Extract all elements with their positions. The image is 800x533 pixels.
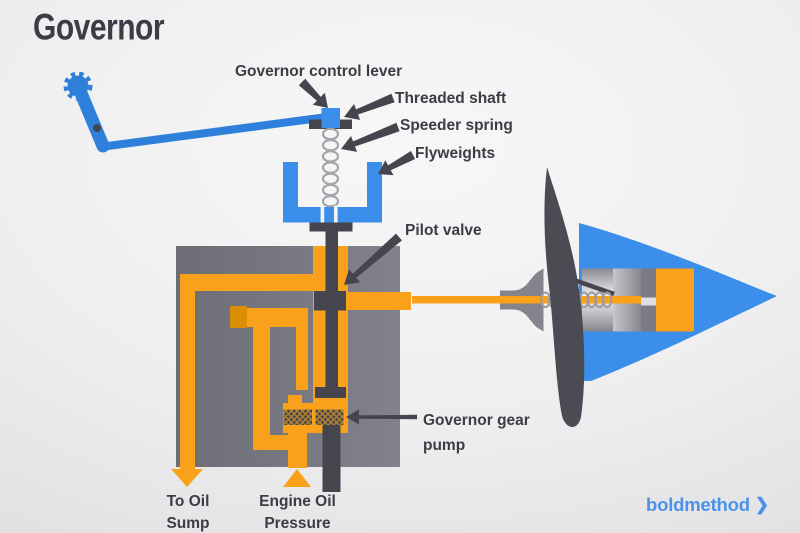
passage-engine-oil-inlet — [288, 433, 307, 468]
flyweights-cup — [283, 162, 382, 232]
boldmethod-logo-text: boldmethod — [646, 494, 750, 515]
passage-band-stub — [288, 395, 302, 405]
threaded-shaft-block — [321, 108, 340, 128]
lever-pivot-dot — [93, 124, 101, 132]
passage-return-vertical — [253, 327, 270, 450]
label-to-oil-sump: To Oil Sump — [166, 493, 210, 532]
passage-left-vertical — [180, 274, 195, 467]
oil-sump-arrow-icon — [171, 469, 203, 487]
label-governor-gear-pump: Governor gear pump — [423, 412, 530, 454]
speeder-spring-coil — [321, 127, 340, 219]
chevron-right-icon: ❯ — [754, 495, 769, 514]
lever-knob-icon — [67, 75, 89, 97]
lever-rod — [99, 112, 332, 151]
gear-pump-arrow — [346, 409, 417, 425]
flyweight-slit — [334, 205, 338, 224]
label-threaded-shaft: Threaded shaft — [395, 90, 507, 107]
control-lever-arrow — [298, 78, 328, 108]
governor-control-lever — [63, 71, 332, 153]
pilot-valve-lower-land — [315, 387, 346, 398]
passage-to-prop — [348, 292, 400, 310]
propeller-assembly — [412, 167, 777, 428]
pilot-valve-spool — [314, 291, 346, 311]
propeller-blade — [544, 167, 585, 428]
pilot-valve-plate — [309, 222, 353, 232]
flyweight-slit — [320, 205, 325, 224]
pump-drive-shaft — [322, 425, 341, 492]
passage-inlet-vertical — [296, 308, 308, 390]
lever-knob-teeth — [63, 71, 93, 101]
label-pointer-arrows — [298, 78, 417, 425]
oil-transfer-line — [412, 296, 641, 304]
gear-pump-left-gear — [283, 409, 312, 425]
label-flyweights: Flyweights — [415, 145, 496, 162]
governor-body — [171, 231, 411, 492]
lever-arm — [71, 79, 110, 153]
label-engine-oil-pressure: Engine Oil Pressure — [259, 493, 336, 532]
passage-relief-horizontal — [247, 308, 308, 327]
oil-chamber — [656, 268, 694, 332]
relief-valve — [230, 306, 247, 328]
threaded-shaft-arrow — [344, 93, 395, 120]
rod-bore — [641, 297, 656, 306]
boldmethod-logo: boldmethod ❯ — [646, 494, 769, 516]
flyweight-base — [283, 207, 382, 223]
label-pilot-valve: Pilot valve — [405, 222, 482, 239]
threaded-shaft-assembly — [309, 108, 352, 129]
pilot-valve-arrow — [344, 233, 402, 285]
passage-to-prop-stub — [400, 292, 411, 310]
oil-passages — [171, 246, 411, 487]
label-governor-control-lever: Governor control lever — [235, 63, 403, 80]
flyweights-arrow — [378, 151, 416, 176]
passage-top-horizontal — [180, 274, 314, 291]
speeder-spring-arrow — [341, 122, 400, 152]
gear-pump-right-gear — [315, 409, 344, 425]
page-title: Governor — [33, 7, 165, 48]
label-speeder-spring: Speeder spring — [400, 117, 513, 134]
pilot-valve-stem — [325, 231, 338, 393]
engine-oil-arrow-icon — [283, 469, 311, 487]
